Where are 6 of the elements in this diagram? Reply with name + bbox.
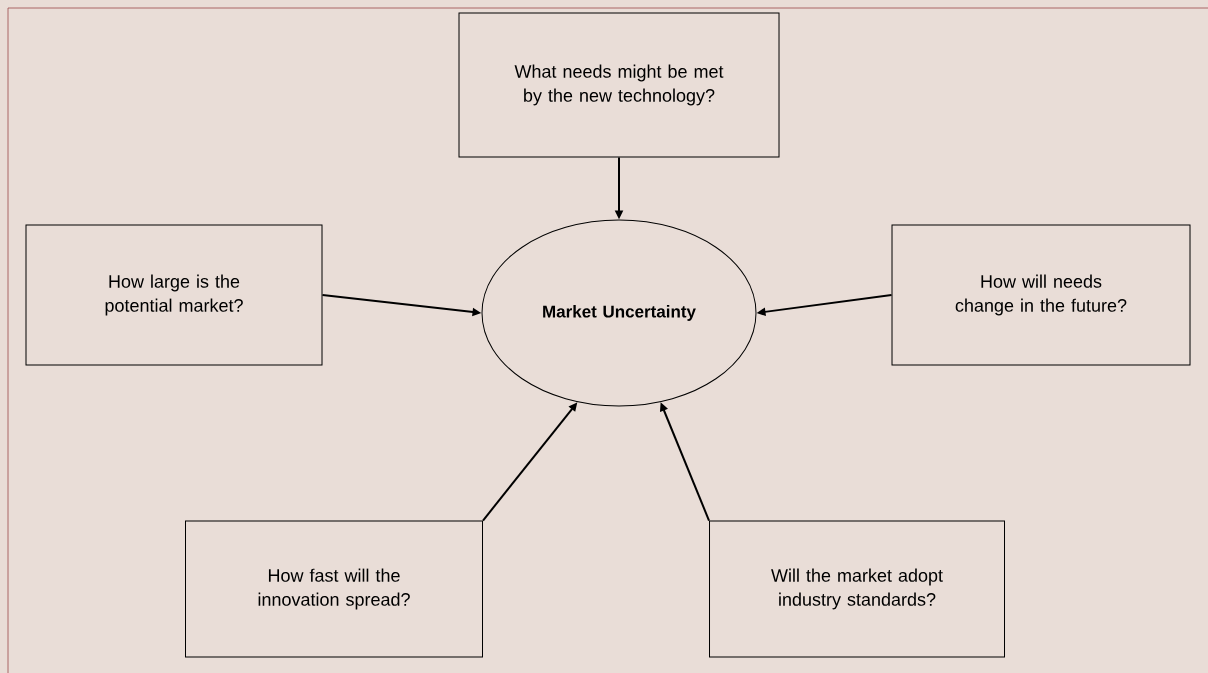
question-box: What needs might be met by the new technology? bbox=[458, 12, 780, 158]
question-box: Will the market adopt industry standards? bbox=[709, 520, 1005, 658]
question-box: How large is the potential market? bbox=[25, 224, 323, 366]
question-box: How fast will the innovation spread? bbox=[185, 520, 483, 658]
question-box: How will needs change in the future? bbox=[891, 224, 1191, 366]
ellipse-node: Market Uncertainty bbox=[481, 219, 757, 407]
